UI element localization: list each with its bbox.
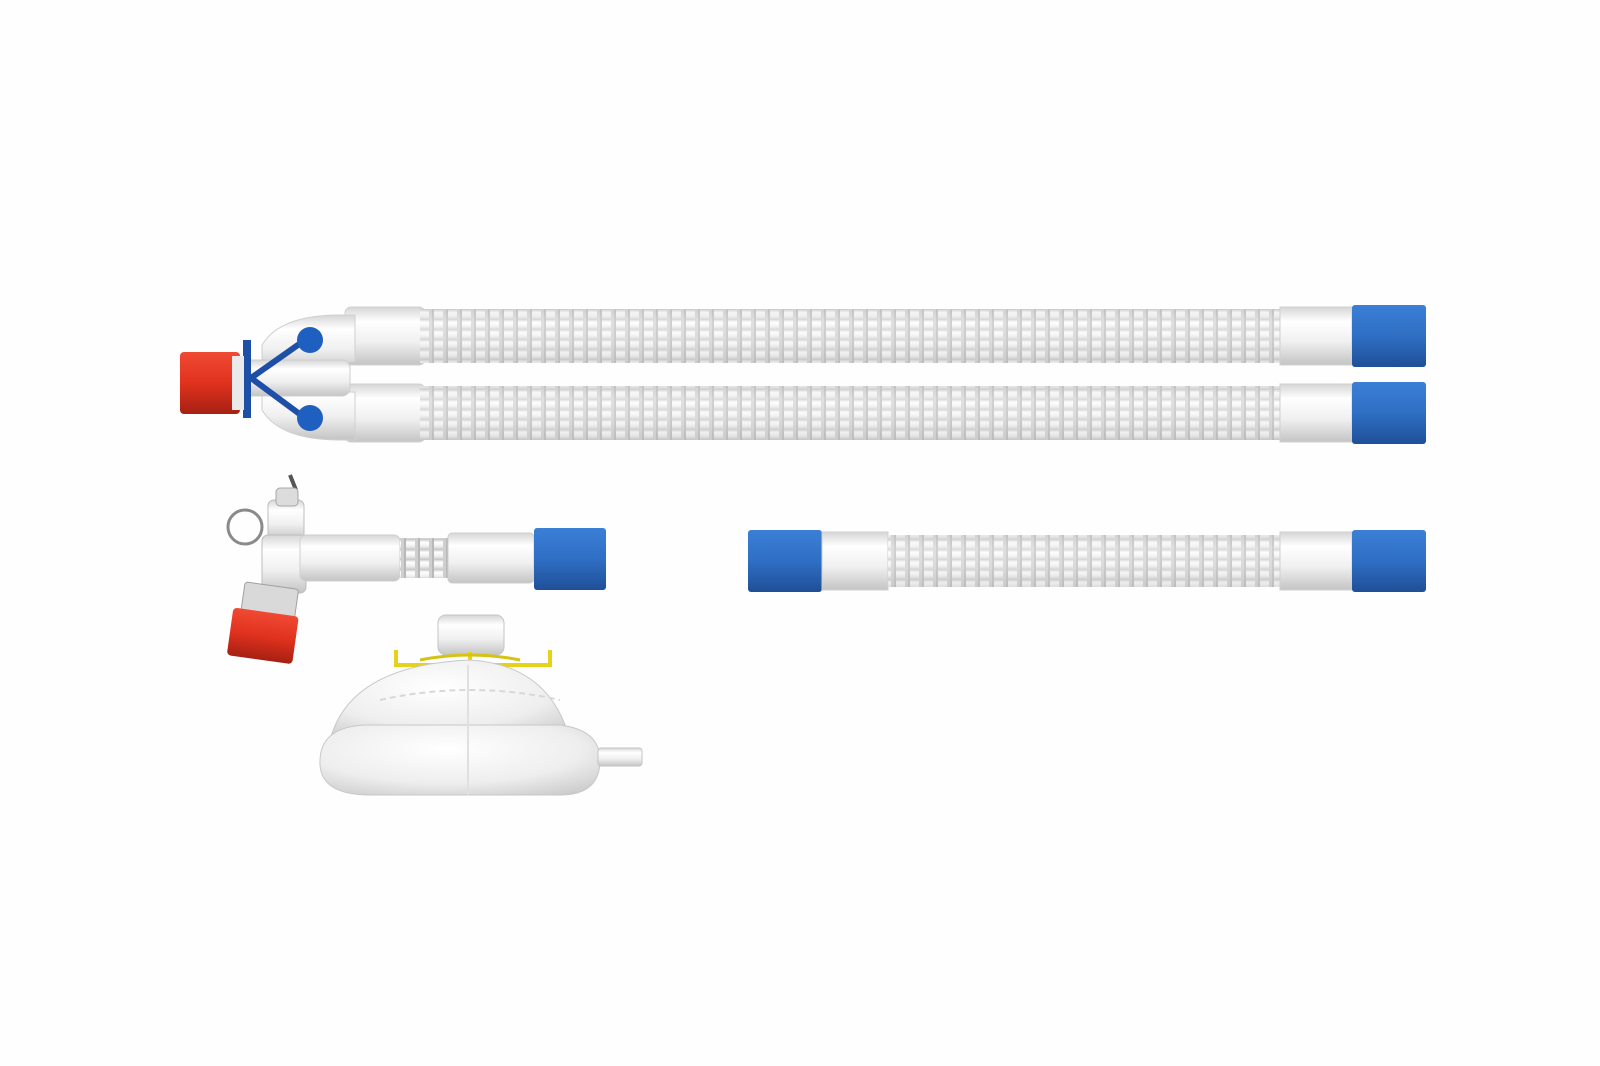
middle-corrugated-tube	[344, 382, 1426, 444]
middle-tube-blue-cuff	[1352, 382, 1426, 444]
elbow-connector-icon	[226, 474, 307, 664]
short-tube-blue-cuff	[534, 528, 606, 590]
lower-tube-right-blue-cuff	[1352, 530, 1426, 592]
anesthesia-mask-icon	[319, 614, 643, 796]
lower-corrugated-tube	[748, 530, 1426, 592]
upper-tube-blue-cuff	[1352, 305, 1426, 367]
upper-corrugated-tube	[344, 305, 1426, 367]
red-patient-connector	[180, 352, 244, 414]
y-piece-connector-icon	[239, 314, 356, 441]
lower-tube-left-blue-cuff	[748, 530, 822, 592]
short-tube	[299, 528, 606, 590]
